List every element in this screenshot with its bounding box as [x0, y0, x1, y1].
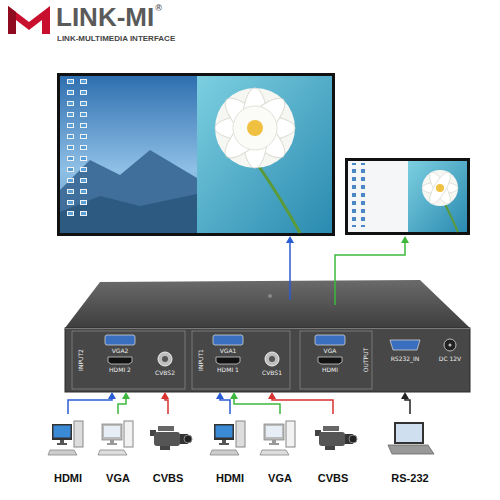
signal-cable [68, 392, 116, 414]
arrow-head [401, 392, 409, 399]
source-label: VGA [98, 472, 138, 485]
signal-cable [268, 392, 333, 414]
source-label: RS-232 [387, 472, 433, 485]
arrow-head [161, 392, 169, 399]
port-label: HDMI 2 [109, 366, 131, 373]
cable-line [234, 399, 280, 414]
registered-mark: ® [155, 4, 162, 13]
arrow-head [216, 392, 224, 399]
port-label: VGA1 [220, 347, 237, 354]
source-label: CVBS [148, 472, 188, 485]
cable-line [220, 399, 230, 414]
port-label: DC 12V [439, 355, 461, 362]
arrow-head [122, 392, 130, 399]
port-label: HDMI 1 [217, 366, 239, 373]
source-device: CVBS [313, 414, 353, 485]
cable-line [272, 399, 333, 414]
source-device: VGA [260, 414, 300, 485]
cable-line [118, 399, 126, 414]
port-label: INPUT2 [77, 349, 84, 371]
brand-name: LINK-MI [56, 4, 154, 30]
port-label: CVBS2 [155, 369, 175, 376]
switcher-device: INPUT2 VGA2HDMI 2 CVBS2 INPUT1 VGA1HDMI 1 CVB… [65, 328, 470, 392]
source-device: CVBS [148, 414, 188, 485]
source-device: HDMI [210, 414, 250, 485]
cable-line [165, 399, 168, 414]
signal-cable [118, 392, 130, 414]
arrow-head [108, 392, 116, 399]
port-label: VGA2 [112, 347, 129, 354]
source-label: VGA [260, 472, 300, 485]
signal-cable [230, 392, 280, 414]
source-device: VGA [98, 414, 138, 485]
source-label: HDMI [48, 472, 88, 485]
source-label: CVBS [313, 472, 353, 485]
port-label: OUTPUT [362, 348, 369, 372]
cable-line [405, 399, 410, 414]
signal-cable [161, 392, 169, 414]
source-device: HDMI [48, 414, 88, 485]
arrow-head [230, 392, 238, 399]
brand-tagline: LINK-MULTIMEDIA INTERFACE [57, 35, 175, 43]
signal-cable [216, 392, 230, 414]
source-device: RS-232 [387, 414, 433, 485]
signal-cable [401, 392, 410, 414]
port-label: VGA [324, 347, 337, 354]
port-label: CVBS1 [262, 369, 282, 376]
arrow-head [268, 392, 276, 399]
source-label: HDMI [210, 472, 250, 485]
port-label: HDMI [322, 366, 338, 373]
port-label: RS232_IN [391, 355, 420, 362]
cable-line [68, 399, 112, 414]
port-label: INPUT1 [197, 349, 204, 371]
